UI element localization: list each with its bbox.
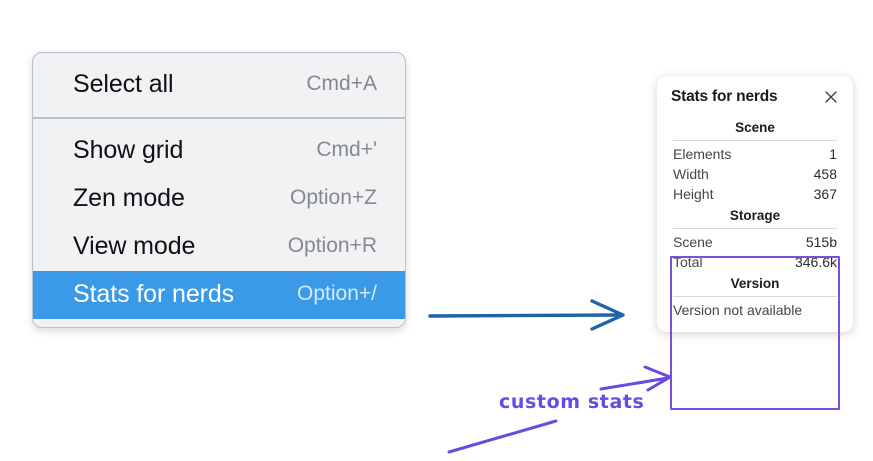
stat-row: Scene 515b — [671, 232, 839, 252]
context-menu[interactable]: Select all Cmd+A Show grid Cmd+' Zen mod… — [32, 52, 406, 328]
menu-item-view-mode[interactable]: View mode Option+R — [33, 223, 405, 271]
stats-section-version: Version Version not available — [671, 272, 839, 320]
stat-row: Total 346.6k — [671, 252, 839, 272]
menu-item-label: Stats for nerds — [73, 279, 235, 308]
stats-for-nerds-panel: Stats for nerds Scene Elements 1 Width 4… — [657, 76, 853, 332]
blue-arrow — [428, 299, 625, 331]
menu-item-shortcut: Option+R — [287, 234, 377, 257]
close-icon[interactable] — [823, 89, 839, 105]
stats-panel-header: Stats for nerds — [671, 88, 839, 106]
section-divider — [673, 228, 837, 229]
stat-value: 515b — [805, 234, 837, 250]
menu-item-label: Zen mode — [73, 183, 185, 212]
stat-value: 458 — [813, 166, 837, 182]
menu-group-2: Show grid Cmd+' Zen mode Option+Z View m… — [33, 119, 405, 327]
stat-key: Width — [673, 166, 709, 182]
menu-group-1: Select all Cmd+A — [33, 53, 405, 119]
menu-item-shortcut: Option+Z — [290, 186, 377, 209]
section-heading: Storage — [729, 208, 781, 223]
section-heading: Version — [730, 276, 780, 291]
menu-item-zen-mode[interactable]: Zen mode Option+Z — [33, 175, 405, 223]
menu-item-shortcut: Cmd+A — [306, 72, 377, 95]
menu-item-label: Show grid — [73, 135, 184, 164]
stat-key: Height — [673, 186, 714, 202]
purple-arrow-to-box — [599, 365, 672, 392]
menu-item-label: View mode — [73, 231, 196, 260]
stat-row: Height 367 — [671, 184, 839, 204]
stat-value: 346.6k — [794, 254, 837, 270]
stats-section-storage: Storage Scene 515b Total 346.6k — [671, 204, 839, 272]
menu-item-shortcut: Option+/ — [297, 282, 377, 305]
section-divider — [673, 296, 837, 297]
stat-key: Scene — [673, 234, 713, 250]
section-heading: Scene — [735, 120, 775, 135]
menu-item-stats-for-nerds[interactable]: Stats for nerds Option+/ — [33, 271, 405, 319]
stat-value: 367 — [813, 186, 837, 202]
menu-item-show-grid[interactable]: Show grid Cmd+' — [33, 127, 405, 175]
menu-item-select-all[interactable]: Select all Cmd+A — [33, 61, 405, 109]
stats-panel-title: Stats for nerds — [671, 88, 778, 105]
menu-item-label: Select all — [73, 69, 174, 98]
stat-key: Elements — [673, 146, 732, 162]
menu-item-shortcut: Cmd+' — [316, 138, 377, 161]
custom-stats-annotation-label: custom stats — [499, 391, 645, 413]
section-divider — [673, 140, 837, 141]
stats-section-scene: Scene Elements 1 Width 458 Height 367 — [671, 116, 839, 204]
stat-key: Total — [673, 254, 703, 270]
stat-row: Elements 1 — [671, 144, 839, 164]
stat-value: 1 — [829, 146, 837, 162]
version-note: Version not available — [673, 302, 803, 318]
purple-underline-stroke — [447, 419, 558, 454]
stat-row: Width 458 — [671, 164, 839, 184]
